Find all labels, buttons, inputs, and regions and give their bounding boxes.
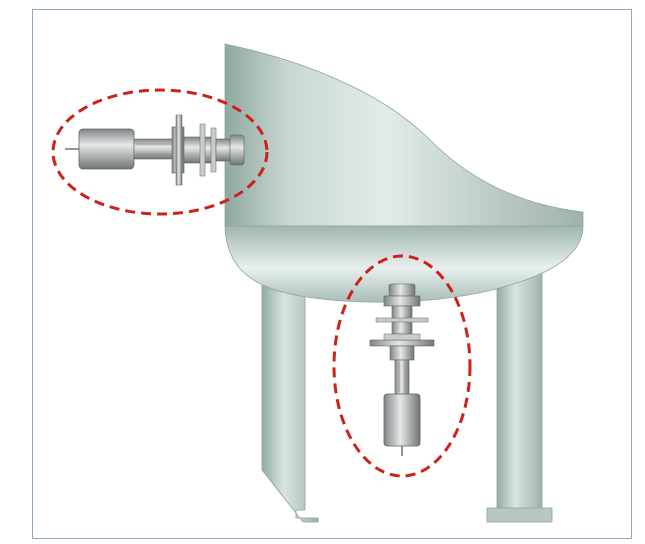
tank-vessel-icon	[224, 43, 584, 303]
highlight-markers	[51, 88, 472, 478]
tank-legs	[261, 269, 553, 523]
side-valve-highlight	[51, 88, 269, 216]
bottom-mounted-valve-icon	[369, 283, 435, 456]
side-mounted-valve-icon	[65, 114, 245, 186]
bottom-valve-highlight	[332, 254, 472, 478]
